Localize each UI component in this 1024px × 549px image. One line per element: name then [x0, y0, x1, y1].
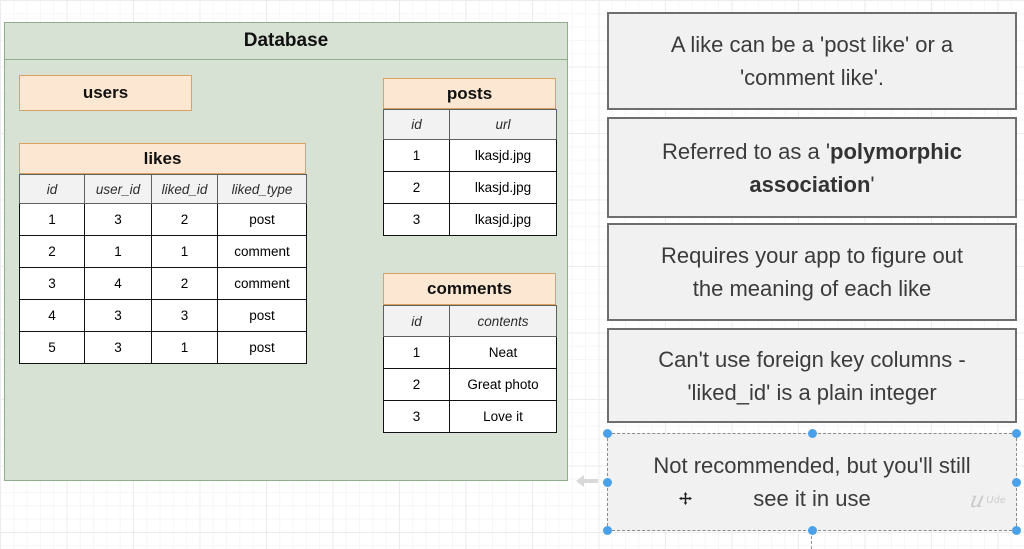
note-text: '	[870, 171, 875, 197]
cell: comment	[217, 267, 307, 300]
selection-handle-sw[interactable]	[603, 526, 612, 535]
table-row: 3 lkasjd.jpg	[383, 203, 557, 236]
note-text: Referred to as a '	[661, 138, 831, 164]
note-line: A like can be a 'post like' or a	[670, 32, 954, 57]
cell: 3	[151, 299, 218, 332]
cell: post	[217, 203, 307, 236]
note-line: Requires your app to figure out	[660, 243, 964, 268]
note-line: 'comment like'.	[739, 65, 885, 90]
cell: 3	[84, 299, 152, 332]
selection-handle-s[interactable]	[807, 526, 817, 535]
table-row: 2 lkasjd.jpg	[383, 171, 557, 204]
note-post-or-comment-like[interactable]: A like can be a 'post like' or a 'commen…	[607, 12, 1017, 110]
cell: 3	[383, 203, 450, 236]
cell: 2	[19, 235, 85, 268]
selection-handle-e[interactable]	[1012, 477, 1021, 487]
cell: 4	[19, 299, 85, 332]
note-line: the meaning of each like	[692, 276, 932, 301]
table-row: 3 4 2 comment	[19, 267, 307, 300]
selection-handle-n[interactable]	[807, 429, 817, 438]
column-header: url	[449, 109, 557, 140]
note-app-figures-meaning[interactable]: Requires your app to figure out the mean…	[607, 223, 1017, 321]
cell: 1	[19, 203, 85, 236]
column-header: id	[383, 109, 450, 140]
column-header: liked_type	[217, 174, 307, 204]
cell: 1	[151, 235, 218, 268]
likes-table[interactable]: id user_id liked_id liked_type 1 3 2 pos…	[19, 174, 307, 364]
cell: 5	[19, 331, 85, 364]
cell: Great photo	[449, 368, 557, 401]
cell: 1	[151, 331, 218, 364]
note-line: Not recommended, but you'll still	[653, 453, 971, 478]
cell: lkasjd.jpg	[449, 171, 557, 204]
selection-handle-ne[interactable]	[1012, 429, 1021, 438]
posts-column-header-row: id url	[383, 109, 557, 140]
move-cursor-icon	[679, 492, 692, 505]
column-header: id	[383, 305, 450, 337]
likes-table-title[interactable]: likes	[19, 143, 306, 174]
selection-handle-se[interactable]	[1012, 526, 1021, 535]
cell: post	[217, 299, 307, 332]
note-line: 'liked_id' is a plain integer	[687, 379, 937, 405]
cell: 1	[383, 139, 450, 172]
cell: 4	[84, 267, 152, 300]
cell: 3	[19, 267, 85, 300]
column-header: user_id	[84, 174, 152, 204]
table-row: 1 Neat	[383, 336, 557, 369]
cell: comment	[217, 235, 307, 268]
users-table-title[interactable]: users	[19, 75, 192, 111]
cell: 1	[383, 336, 450, 369]
note-polymorphic-association[interactable]: Referred to as a 'polymorphic associatio…	[607, 117, 1017, 218]
table-row: 4 3 3 post	[19, 299, 307, 332]
cell: 3	[84, 331, 152, 364]
udemy-watermark: u Ude	[970, 486, 1024, 514]
comments-table[interactable]: id contents 1 Neat 2 Great photo 3 Love …	[383, 305, 557, 433]
posts-table[interactable]: id url 1 lkasjd.jpg 2 lkasjd.jpg 3 lkasj…	[383, 109, 557, 236]
note-text-bold: association	[749, 171, 871, 197]
watermark-text: Ude	[986, 494, 1007, 506]
note-line: association'	[749, 168, 874, 201]
selection-handle-nw[interactable]	[603, 429, 612, 438]
cell: post	[217, 331, 307, 364]
cell: 2	[383, 171, 450, 204]
cell: 1	[84, 235, 152, 268]
cell: lkasjd.jpg	[449, 203, 557, 236]
note-line: see it in use	[753, 486, 871, 511]
cell: lkasjd.jpg	[449, 139, 557, 172]
comments-column-header-row: id contents	[383, 305, 557, 337]
cell: 2	[383, 368, 450, 401]
note-not-recommended[interactable]: Not recommended, but you'll still see it…	[603, 429, 1021, 535]
cell: 2	[151, 203, 218, 236]
cell: Neat	[449, 336, 557, 369]
posts-table-title[interactable]: posts	[383, 78, 556, 109]
connect-arrow-left-icon[interactable]	[576, 474, 598, 488]
table-row: 1 lkasjd.jpg	[383, 139, 557, 172]
table-row: 2 Great photo	[383, 368, 557, 401]
comments-table-title[interactable]: comments	[383, 273, 556, 305]
likes-column-header-row: id user_id liked_id liked_type	[19, 174, 307, 204]
cell: Love it	[449, 400, 557, 433]
note-line: Referred to as a 'polymorphic	[662, 135, 962, 168]
table-row: 1 3 2 post	[19, 203, 307, 236]
column-header: contents	[449, 305, 557, 337]
selection-handle-w[interactable]	[603, 477, 612, 487]
column-header: liked_id	[151, 174, 218, 204]
cell: 3	[84, 203, 152, 236]
cell: 2	[151, 267, 218, 300]
table-row: 3 Love it	[383, 400, 557, 433]
selection-guide-line	[811, 536, 812, 549]
table-row: 2 1 1 comment	[19, 235, 307, 268]
table-row: 5 3 1 post	[19, 331, 307, 364]
cell: 3	[383, 400, 450, 433]
column-header: id	[19, 174, 85, 204]
note-text-bold: polymorphic	[830, 138, 963, 164]
watermark-glyph: u	[970, 487, 987, 513]
note-line: Can't use foreign key columns -	[658, 346, 966, 372]
note-no-foreign-key[interactable]: Can't use foreign key columns - 'liked_i…	[607, 328, 1017, 423]
database-title: Database	[5, 23, 567, 60]
